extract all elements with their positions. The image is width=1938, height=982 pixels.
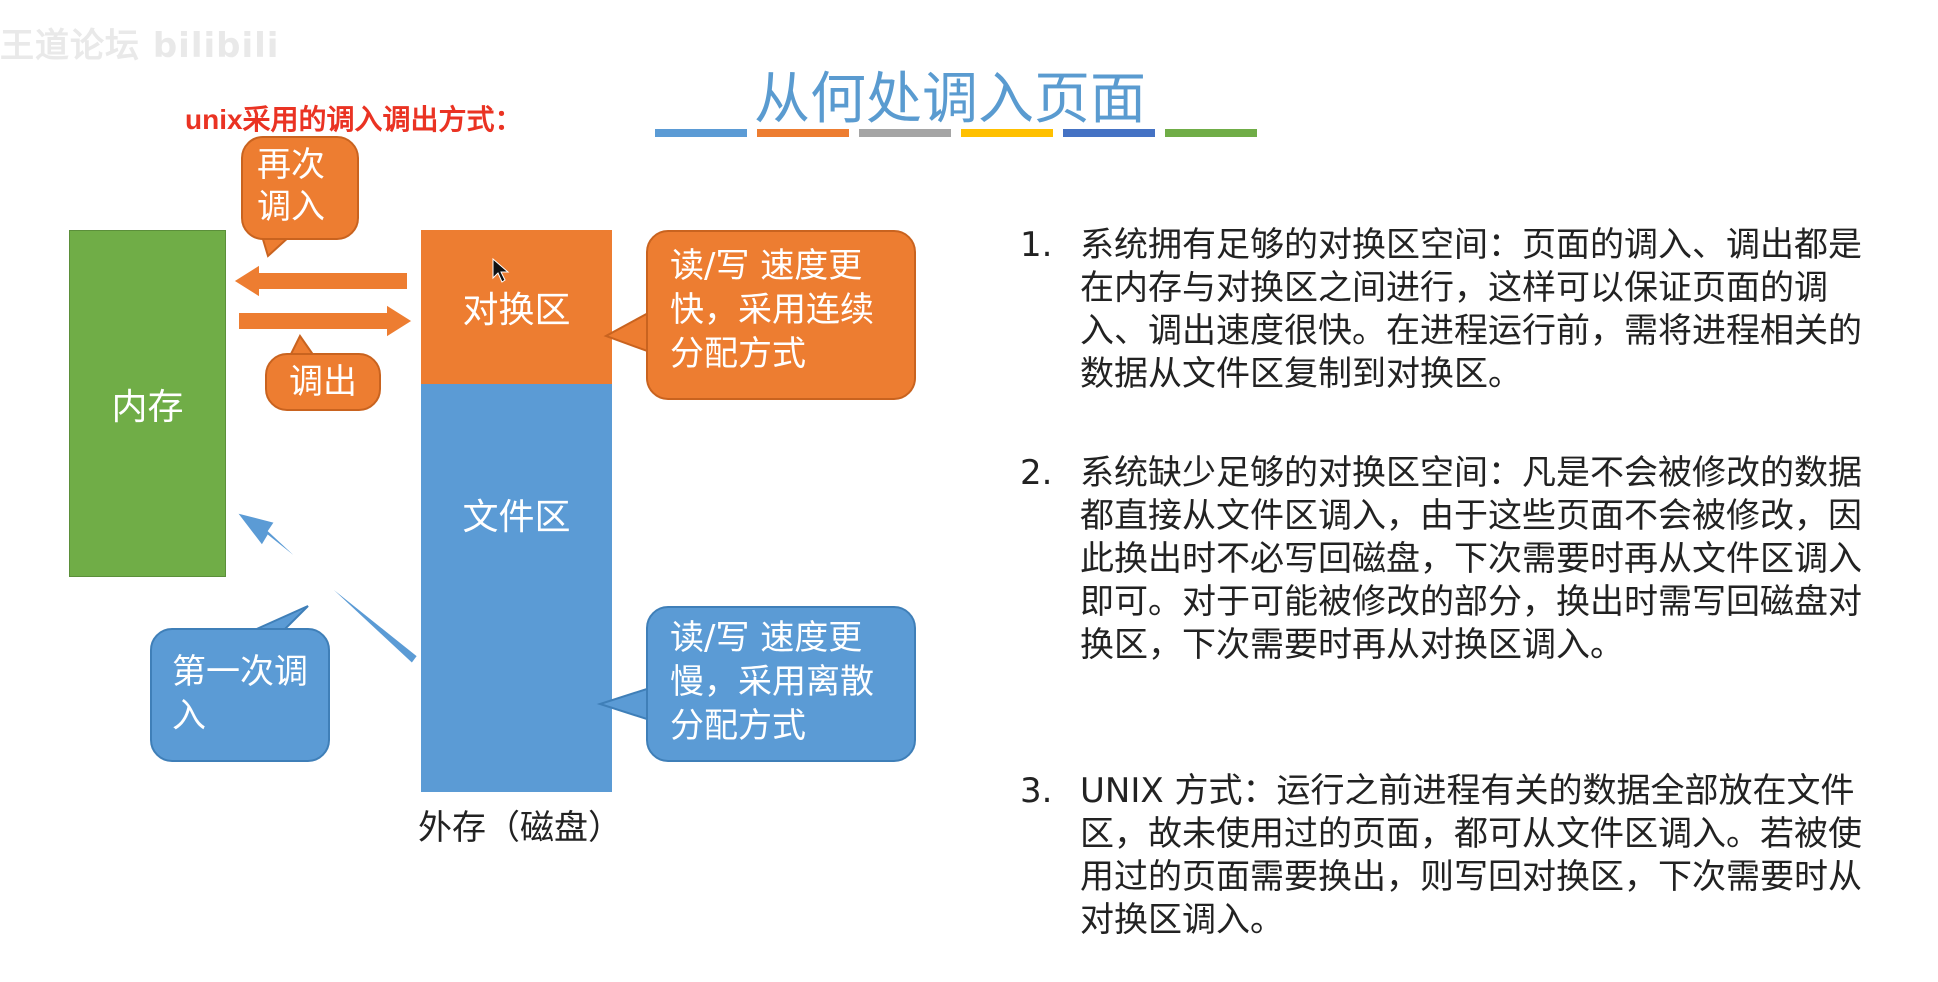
title-bar-2: [757, 129, 849, 137]
file-area-label: 文件区: [462, 497, 571, 538]
title-bar-1: [655, 129, 747, 137]
callout-page-out: 调出: [265, 353, 381, 411]
file-area-block: 文件区: [421, 384, 612, 792]
callout-first-load: 第一次调入: [150, 628, 330, 762]
arrow-memory-to-swap: [237, 302, 415, 340]
title-bar-3: [859, 129, 951, 137]
title-bar-5: [1063, 129, 1155, 137]
list-item-number: 1.: [1020, 225, 1053, 265]
callout-file-speed: 读/写 速度更慢，采用离散分配方式: [646, 606, 916, 762]
unix-note: unix采用的调入调出方式：: [185, 104, 523, 135]
callout-fast-tail: [603, 310, 651, 354]
mouse-cursor-icon: [492, 258, 510, 283]
memory-label: 内存: [111, 386, 184, 428]
swap-area-label: 对换区: [462, 290, 571, 331]
swap-area-block: 对换区: [421, 230, 612, 384]
callout-slow-tail: [596, 686, 651, 722]
title-bar-4: [961, 129, 1053, 137]
title-bar-6: [1165, 129, 1257, 137]
watermark-logo: 王道论坛 bilibili: [0, 26, 280, 66]
memory-block: 内存: [69, 230, 226, 577]
list-item-text: UNIX 方式：运行之前进程有关的数据全部放在文件区，故未使用过的页面，都可从文…: [1080, 771, 1862, 940]
list-item-text: 系统缺少足够的对换区空间：凡是不会被修改的数据都直接从文件区调入，由于这些页面不…: [1080, 453, 1862, 665]
list-item-number: 3.: [1020, 771, 1053, 811]
disk-caption: 外存（磁盘）: [418, 808, 622, 848]
list-item-number: 2.: [1020, 453, 1053, 493]
page-title: 从何处调入页面: [754, 67, 1146, 132]
list-item-text: 系统拥有足够的对换区空间：页面的调入、调出都是在内存与对换区之间进行，这样可以保…: [1080, 225, 1862, 394]
callout-swap-speed: 读/写 速度更快，采用连续分配方式: [646, 230, 916, 400]
arrow-swap-to-memory: [231, 262, 409, 300]
callout-recall: 再次调入: [241, 136, 359, 240]
arrow-file-to-memory: [233, 510, 420, 666]
